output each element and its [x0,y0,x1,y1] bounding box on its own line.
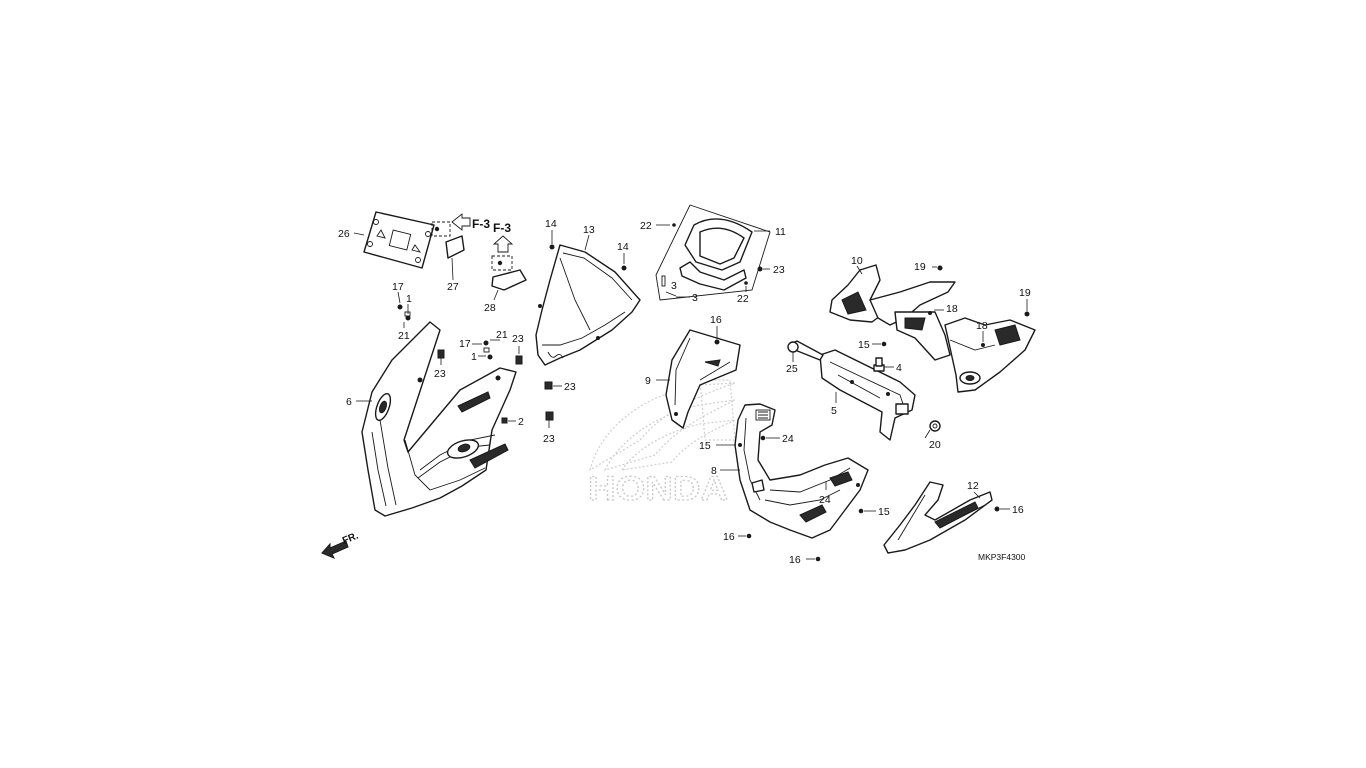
callout-22a: 22 [640,220,652,232]
callout-23d: 23 [543,433,555,445]
part-8-lower-fairing [734,403,869,539]
callout-15a: 15 [858,339,870,351]
callout-13: 13 [583,224,595,236]
clip-23e [757,266,763,272]
front-direction-indicator: FR. [321,530,360,559]
up-arrow-icon [492,235,514,253]
callout-23c: 23 [564,381,576,393]
diagram-code: MKP3F4300 [978,552,1026,562]
callout-19a: 19 [914,261,926,273]
clip-23d [545,411,554,421]
front-arrow-icon [321,540,349,559]
callout-16c: 16 [789,554,801,566]
nut-1a [405,315,411,321]
clip-23b [515,355,523,365]
callout-15b: 15 [699,440,711,452]
callout-11: 11 [775,226,786,238]
callout-27: 27 [447,281,459,293]
clip-23c [544,381,553,390]
callout-18b: 18 [976,320,988,332]
callout-24a: 24 [782,433,794,445]
screw-17a [397,304,403,310]
callout-14a: 14 [545,218,557,230]
callout-16d: 16 [1012,504,1024,516]
callout-23b: 23 [512,333,524,345]
callout-5: 5 [831,405,837,417]
callout-23e: 23 [773,264,785,276]
part-12-side-cover [883,481,993,554]
callout-24b: 24 [819,494,831,506]
callout-14b: 14 [617,241,629,253]
callout-17b: 17 [459,338,471,350]
callout-16a: 16 [710,314,722,326]
front-label: FR. [341,530,360,546]
callout-3a: 3 [671,280,677,292]
ref-f3-lower: F-3 [493,221,511,235]
callout-1a: 1 [406,293,412,305]
callout-16b: 16 [723,531,735,543]
callout-3b: 3 [692,292,698,304]
nut-1b [487,354,493,360]
part-9-inner-panel [665,329,741,429]
callout-21b: 21 [496,329,508,341]
callout-19b: 19 [1019,287,1031,299]
part-13-windscreen [535,244,641,366]
part-28-bracket [491,255,527,291]
callout-20: 20 [929,439,941,451]
callout-4: 4 [896,362,902,374]
callout-25: 25 [786,363,798,375]
callout-2: 2 [518,416,524,428]
callout-28: 28 [484,302,496,314]
callout-17a: 17 [392,281,404,293]
callout-1b: 1 [471,351,477,363]
callout-22b: 22 [737,293,749,305]
honda-watermark: HONDA [587,379,736,509]
part-27-bracket [431,213,471,259]
callout-26: 26 [338,228,350,240]
callout-6: 6 [346,396,352,408]
watermark-text: HONDA [588,470,728,508]
callout-10: 10 [851,255,863,267]
part-6-front-cowl [361,321,517,517]
callout-23a: 23 [434,368,446,380]
part-11-meter-panel [655,204,771,301]
ref-f3-upper: F-3 [472,217,490,231]
clip-23a [437,349,445,359]
screw-17b [483,340,489,346]
part-26-plate [363,211,435,269]
callout-18a: 18 [946,303,958,315]
callout-8: 8 [711,465,717,477]
clip-2 [501,417,508,424]
callout-12: 12 [967,480,979,492]
nut-20 [929,420,941,432]
callout-21a: 21 [398,330,410,342]
callout-15c: 15 [878,506,890,518]
callout-9: 9 [645,375,651,387]
part-5-stay-bracket [819,349,916,441]
part-10-side-frame [829,264,1036,393]
